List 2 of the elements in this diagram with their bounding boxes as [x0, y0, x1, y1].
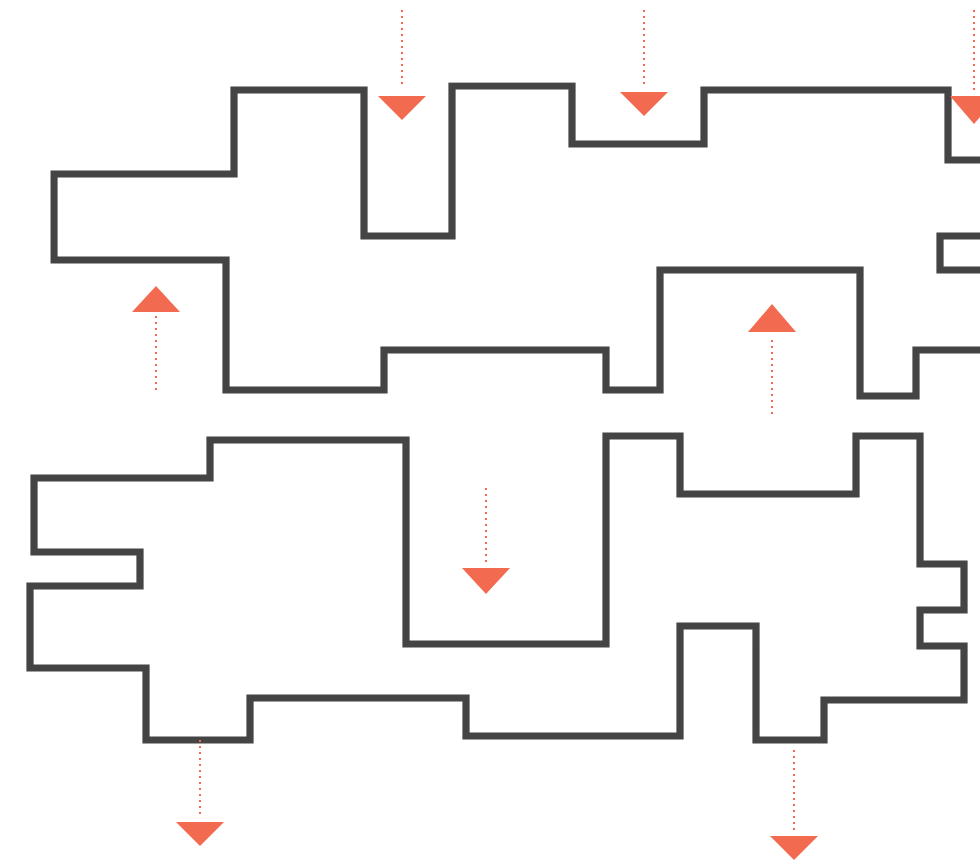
outline-shape — [26, 432, 968, 744]
outline-shape — [50, 82, 980, 400]
